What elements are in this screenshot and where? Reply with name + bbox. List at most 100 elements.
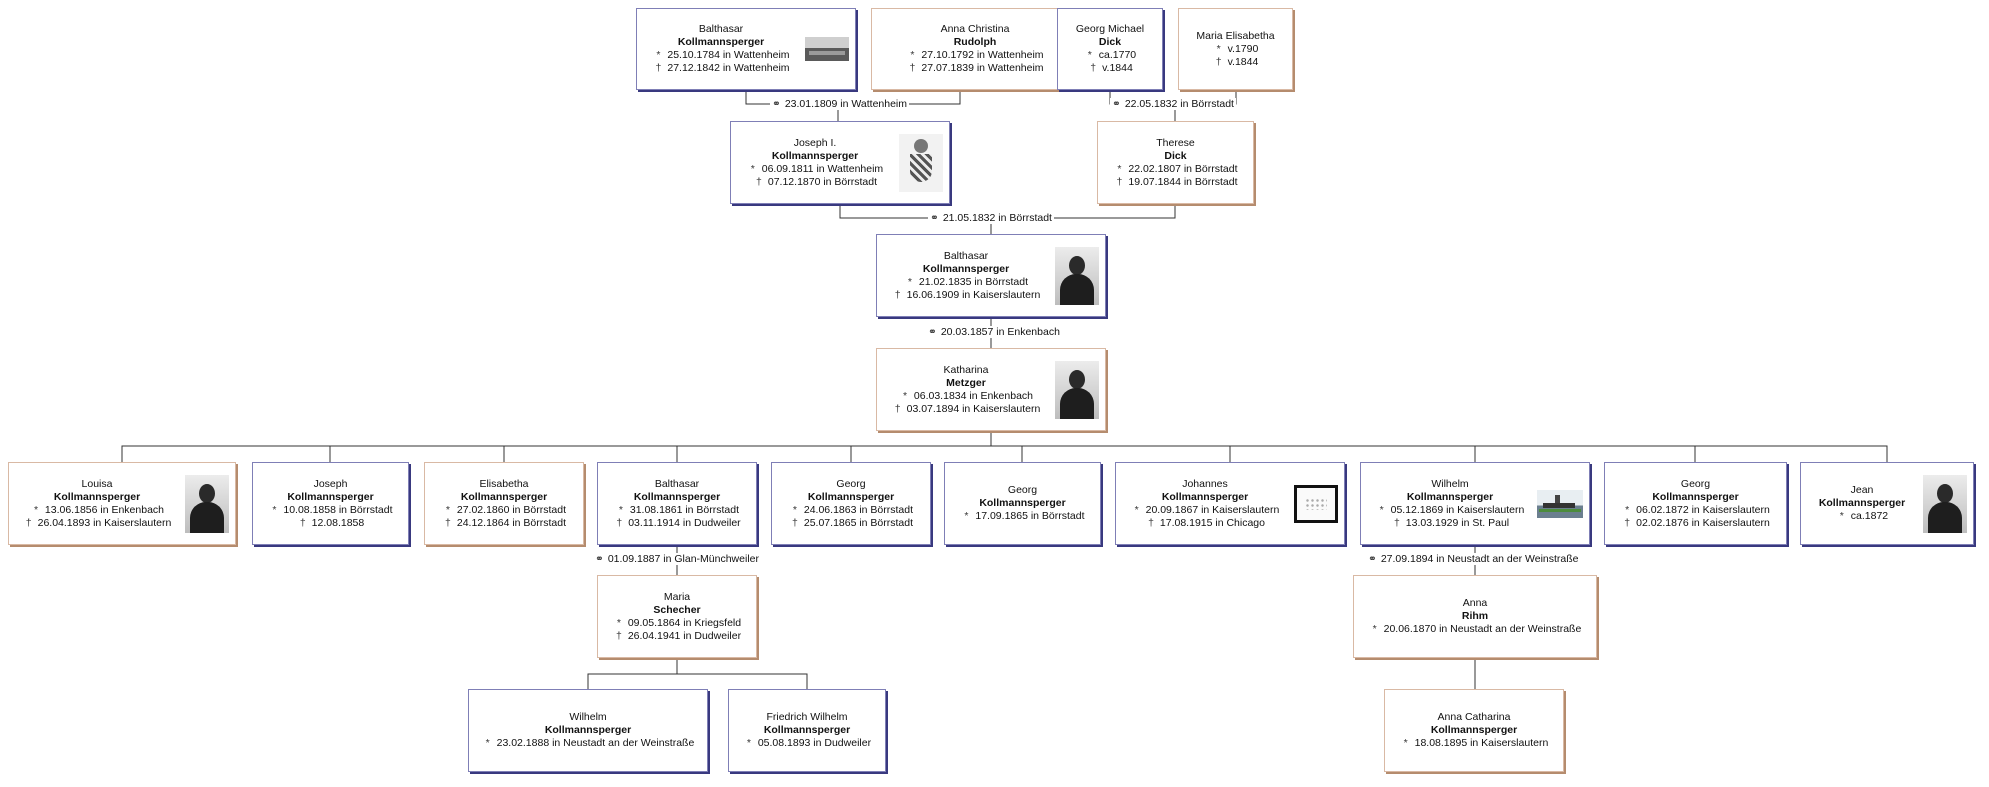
given-name: Balthasar [654,477,700,490]
given-name: Georg Michael [1075,23,1145,35]
birth-icon: * [964,510,969,522]
death-text: 24.12.1864 in Börrstadt [456,516,567,529]
birth-text: 27.10.1792 in Wattenheim [921,49,1044,61]
given-name: Katharina [943,363,989,376]
birth-text: 06.03.1834 in Enkenbach [913,389,1034,402]
birth-text: 06.02.1872 in Kaiserslautern [1636,503,1770,516]
photo-thumbnail[interactable] [899,133,943,192]
surname: Dick [1098,36,1122,48]
death-icon: † [616,516,623,529]
birth-line: * 13.06.1856 in Enkenbach [30,504,164,517]
photo-thumbnail[interactable] [1055,246,1099,305]
death-text: 17.08.1915 in Chicago [1159,516,1265,529]
photo-thumbnail[interactable] [1537,489,1583,518]
photo-thumbnail[interactable] [1923,474,1967,533]
surname: Kollmannsperger [633,490,721,503]
birth-line: * 18.08.1895 in Kaiserslautern [1400,737,1549,750]
surname: Kollmannsperger [1652,490,1739,503]
surname: Kollmannsperger [460,490,548,503]
photo-thumbnail[interactable] [185,474,229,533]
marriage-icon: ⚭ [772,98,781,110]
person-card[interactable]: Joseph I.Kollmannsperger* 06.09.1811 in … [730,121,950,204]
birth-line: * ca.1770 [1084,49,1136,62]
birth-icon: * [1372,623,1377,635]
given-name: Wilhelm [1431,477,1469,490]
birth-line: * 05.12.1869 in Kaiserslautern [1376,504,1525,517]
children-bracket [121,431,1888,462]
death-line: † 19.07.1844 in Börrstadt [1113,175,1238,189]
death-line: † 12.08.1858 [297,517,364,530]
birth-icon: * [792,503,797,516]
person-card[interactable]: Maria Elisabetha* v.1790† v.1844 [1178,8,1293,90]
photo-thumbnail[interactable] [805,37,849,61]
birth-line: * 27.02.1860 in Börrstadt [442,504,566,517]
marriage-date: 21.05.1832 in Börrstadt [942,212,1052,224]
birth-icon: * [1403,737,1408,749]
given-name: Wilhelm [569,711,607,723]
death-icon: † [1393,516,1400,529]
birth-line: * 23.02.1888 in Neustadt an der Weinstra… [482,737,695,750]
birth-icon: * [1117,162,1122,175]
death-icon: † [299,516,306,529]
birth-icon: * [910,49,915,61]
birth-icon: * [1379,503,1384,516]
birth-text: ca.1872 [1850,510,1889,522]
marriage-icon: ⚭ [930,212,939,224]
children-bracket [587,658,808,689]
death-line: † 27.07.1839 in Wattenheim [906,62,1044,75]
birth-icon: * [272,503,277,516]
death-text: 27.12.1842 in Wattenheim [667,62,790,74]
death-text: v.1844 [1227,55,1259,68]
photo-thumbnail[interactable] [1055,360,1099,419]
death-icon: † [792,516,798,529]
death-line: † 07.12.1870 in Börrstadt [753,176,877,189]
marriage-label: ⚭01.09.1887 in Glan-Münchweiler [593,553,761,565]
death-text: 03.11.1914 in Dudweiler [628,516,741,529]
death-icon: † [756,175,762,188]
death-line: † v.1844 [1087,62,1133,75]
surname: Dick [1164,149,1187,162]
birth-line: * 24.06.1863 in Börrstadt [789,504,913,517]
surname: Schecher [653,603,701,616]
birth-line: * 22.02.1807 in Börrstadt [1113,163,1237,176]
death-text: 19.07.1844 in Börrstadt [1128,175,1238,188]
photo-thumbnail[interactable] [1294,484,1338,523]
death-icon: † [655,62,662,74]
given-name: Joseph I. [793,136,837,149]
given-name: Balthasar [943,249,989,262]
surname: Kollmannsperger [979,497,1066,509]
birth-text: 24.06.1863 in Börrstadt [803,503,914,516]
marriage-label: ⚭21.05.1832 in Börrstadt [928,212,1054,224]
birth-line: * ca.1872 [1836,510,1888,523]
given-name: Joseph [313,477,348,490]
birth-line: * v.1790 [1213,43,1259,56]
